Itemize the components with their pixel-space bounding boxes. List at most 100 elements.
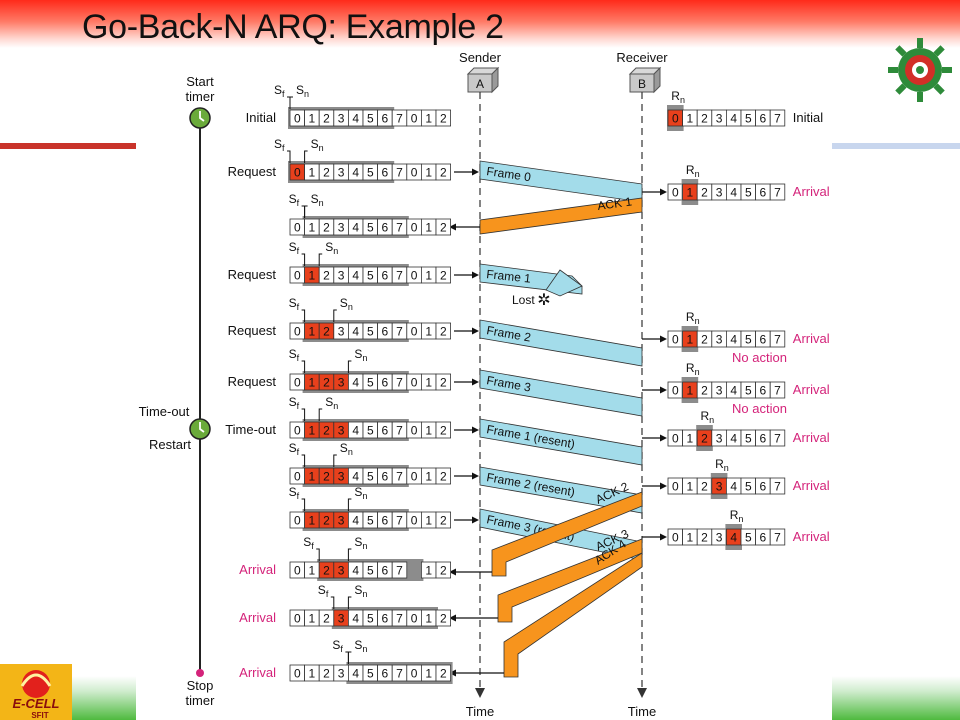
receiver-seq-number: 3: [716, 186, 723, 200]
receive-arrowhead: [660, 482, 667, 490]
receive-arrowhead: [660, 434, 667, 442]
receiver-seq-number: 2: [701, 333, 708, 347]
receiver-seq-number: 5: [745, 432, 752, 446]
receiver-row-label: Arrival: [793, 184, 830, 199]
sn-pointer: [304, 205, 308, 218]
ack-arrowhead: [449, 614, 456, 622]
sender-seq-number: 5: [367, 166, 374, 180]
sender-row-label: Request: [228, 164, 277, 179]
sender-seq-number: 4: [352, 424, 359, 438]
sf-pointer: [301, 454, 306, 467]
sender-seq-cell: [435, 467, 452, 485]
sn-label: Sn: [340, 296, 353, 312]
sender-seq-number: 1: [425, 112, 432, 126]
sn-label: Sn: [296, 83, 309, 99]
sender-seq-number: 3: [338, 564, 345, 578]
sender-seq-number: 0: [294, 269, 301, 283]
sender-seq-number: 1: [309, 470, 316, 484]
page-title: Go-Back-N ARQ: Example 2: [82, 8, 504, 46]
sender-seq-number: 1: [425, 667, 432, 681]
sender-seq-number: 0: [294, 112, 301, 126]
sender-seq-number: 2: [323, 166, 330, 180]
receiver-row-label: Arrival: [793, 331, 830, 346]
sender-seq-number: 4: [352, 112, 359, 126]
sender-seq-number: 1: [309, 112, 316, 126]
sender-seq-number: 0: [294, 564, 301, 578]
sender-seq-number: 6: [382, 269, 389, 283]
send-arrowhead: [472, 516, 479, 524]
sender-seq-number: 2: [323, 221, 330, 235]
sender-seq-number: 6: [382, 112, 389, 126]
frame-band: [479, 369, 643, 417]
receive-arrowhead: [660, 188, 667, 196]
sender-seq-number: 2: [440, 564, 447, 578]
frame-band: [479, 319, 643, 367]
sf-pointer: [301, 309, 306, 322]
rn-label: Rn: [671, 89, 685, 105]
diagram-panel: Start timer Time-out Restart Stop timer …: [136, 48, 832, 720]
sender-seq-cell: [435, 373, 452, 391]
sn-label: Sn: [325, 395, 338, 411]
receiver-seq-number: 7: [774, 531, 781, 545]
receiver-seq-number: 7: [774, 112, 781, 126]
college-emblem-icon: [888, 38, 952, 102]
receiver-seq-number: 2: [701, 531, 708, 545]
sender-seq-number: 7: [396, 514, 403, 528]
sender-seq-number: 1: [425, 325, 432, 339]
rn-label: Rn: [686, 163, 700, 179]
sender-row-label: Arrival: [239, 610, 276, 625]
sf-label: Sf: [289, 240, 300, 256]
restart-label: Restart: [149, 437, 191, 452]
receiver-seq-number: 0: [672, 186, 679, 200]
receiver-seq-number: 5: [745, 112, 752, 126]
receiver-seq-cell: [769, 381, 786, 399]
sender-seq-cell: [435, 266, 452, 284]
receiver-seq-cell: [769, 528, 786, 546]
receiver-seq-number: 1: [687, 384, 694, 398]
sender-seq-number: 6: [382, 424, 389, 438]
sender-seq-number: 0: [294, 325, 301, 339]
sender-seq-number: 1: [425, 221, 432, 235]
sender-seq-number: 0: [411, 221, 418, 235]
sender-seq-number: 0: [294, 166, 301, 180]
sender-seq-cell: [435, 609, 452, 627]
sf-pointer: [301, 498, 306, 511]
sender-seq-number: 1: [425, 166, 432, 180]
sf-label: Sf: [289, 395, 300, 411]
receiver-seq-number: 0: [672, 384, 679, 398]
sender-seq-number: 7: [396, 667, 403, 681]
sender-seq-number: 0: [411, 424, 418, 438]
sender-seq-number: 1: [425, 269, 432, 283]
sender-seq-number: 6: [382, 325, 389, 339]
sender-seq-number: 4: [352, 667, 359, 681]
sender-seq-number: 0: [411, 514, 418, 528]
timer-line: Start timer Time-out Restart Stop timer: [139, 74, 216, 708]
send-arrowhead: [472, 472, 479, 480]
receiver-seq-number: 4: [730, 432, 737, 446]
sender-seq-number: 1: [309, 612, 316, 626]
lost-star-icon: ✲: [537, 292, 550, 309]
receiver-seq-number: 1: [687, 432, 694, 446]
sender-seq-number: 2: [440, 221, 447, 235]
receiver-row-label: Arrival: [793, 382, 830, 397]
sender-seq-number: 2: [323, 667, 330, 681]
lost-label: Lost: [512, 293, 535, 307]
receiver-seq-cell: [769, 183, 786, 201]
ecell-logo-subtext: SFIT: [31, 711, 48, 720]
sf-pointer: [330, 596, 335, 609]
receiver-seq-number: 6: [760, 186, 767, 200]
no-action-note: No action: [732, 350, 787, 365]
sender-seq-cell: [435, 664, 452, 682]
sender-seq-cell: [435, 511, 452, 529]
receiver-seq-number: 3: [716, 531, 723, 545]
ack-label: ACK 1: [597, 194, 634, 213]
send-arrowhead: [472, 168, 479, 176]
receiver-seq-number: 0: [672, 333, 679, 347]
